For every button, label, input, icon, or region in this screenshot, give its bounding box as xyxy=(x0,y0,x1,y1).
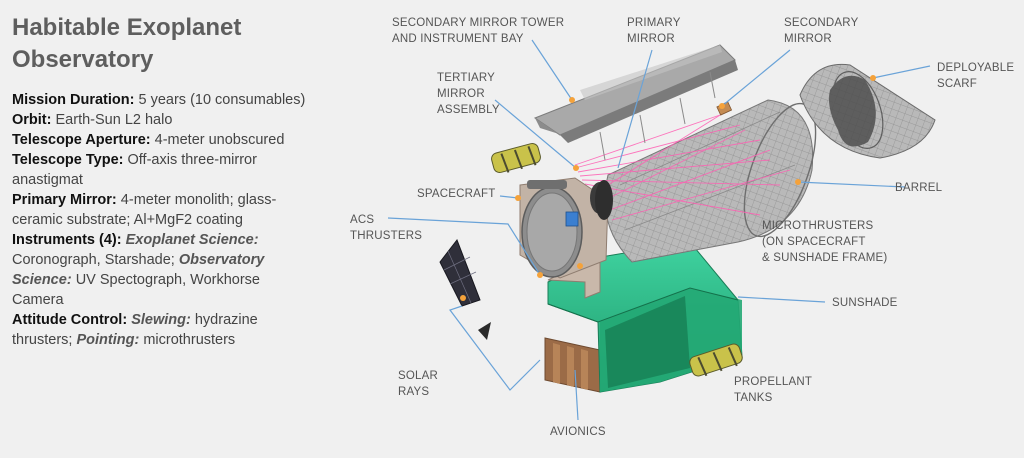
deployable-scarf xyxy=(799,63,936,159)
spec-list: Mission Duration: 5 years (10 consumable… xyxy=(12,90,312,350)
label-propellant-tanks: PROPELLANT TANKS xyxy=(734,376,815,404)
spec-orbit: Orbit: Earth-Sun L2 halo xyxy=(12,112,173,128)
label-deployable-scarf: DEPLOYABLE SCARF xyxy=(937,62,1018,90)
barrel xyxy=(604,99,817,263)
label-solar-rays: SOLAR RAYS xyxy=(398,370,441,398)
label-secondary-mirror: SECONDARY MIRROR xyxy=(784,17,862,45)
label-tertiary-mirror-assembly: TERTIARY MIRROR ASSEMBLY xyxy=(437,72,500,116)
avionics-plate xyxy=(544,337,601,393)
secondary-mirror-tower xyxy=(533,44,738,161)
label-acs-thrusters: ACS THRUSTERS xyxy=(350,214,422,242)
spec-attitude-control: Attitude Control: Slewing: hydrazine thr… xyxy=(12,312,258,348)
label-secondary-mirror-tower: SECONDARY MIRROR TOWER AND INSTRUMENT BA… xyxy=(392,17,568,45)
spec-primary-mirror: Primary Mirror: 4-meter monolith; glass-… xyxy=(12,192,277,228)
leader-lines xyxy=(387,39,931,421)
propellant-tanks xyxy=(689,343,743,377)
label-spacecraft: SPACECRAFT xyxy=(417,188,495,200)
label-sunshade: SUNSHADE xyxy=(832,297,898,309)
spacecraft xyxy=(519,177,610,299)
label-microthrusters: MICROTHRUSTERS (ON SPACECRAFT & SUNSHADE… xyxy=(762,220,887,264)
light-rays xyxy=(574,111,791,221)
spec-mission-duration: Mission Duration: 5 years (10 consumable… xyxy=(12,92,306,108)
spec-telescope-aperture: Telescope Aperture: 4-meter unobscured xyxy=(12,132,285,148)
solar-panel xyxy=(439,238,491,340)
label-avionics: AVIONICS xyxy=(550,426,606,438)
tertiary-mirror-assembly xyxy=(491,142,541,174)
spec-instruments: Instruments (4): Exoplanet Science: Coro… xyxy=(12,232,265,308)
callout-markers xyxy=(460,75,876,301)
spec-telescope-type: Telescope Type: Off-axis three-mirror an… xyxy=(12,152,257,188)
primary-mirror xyxy=(595,180,613,220)
info-panel: Habitable Exoplanet Observatory Mission … xyxy=(12,12,312,350)
label-barrel: BARREL xyxy=(895,182,943,194)
label-primary-mirror: PRIMARY MIRROR xyxy=(627,17,684,45)
page-title: Habitable Exoplanet Observatory xyxy=(12,14,242,73)
